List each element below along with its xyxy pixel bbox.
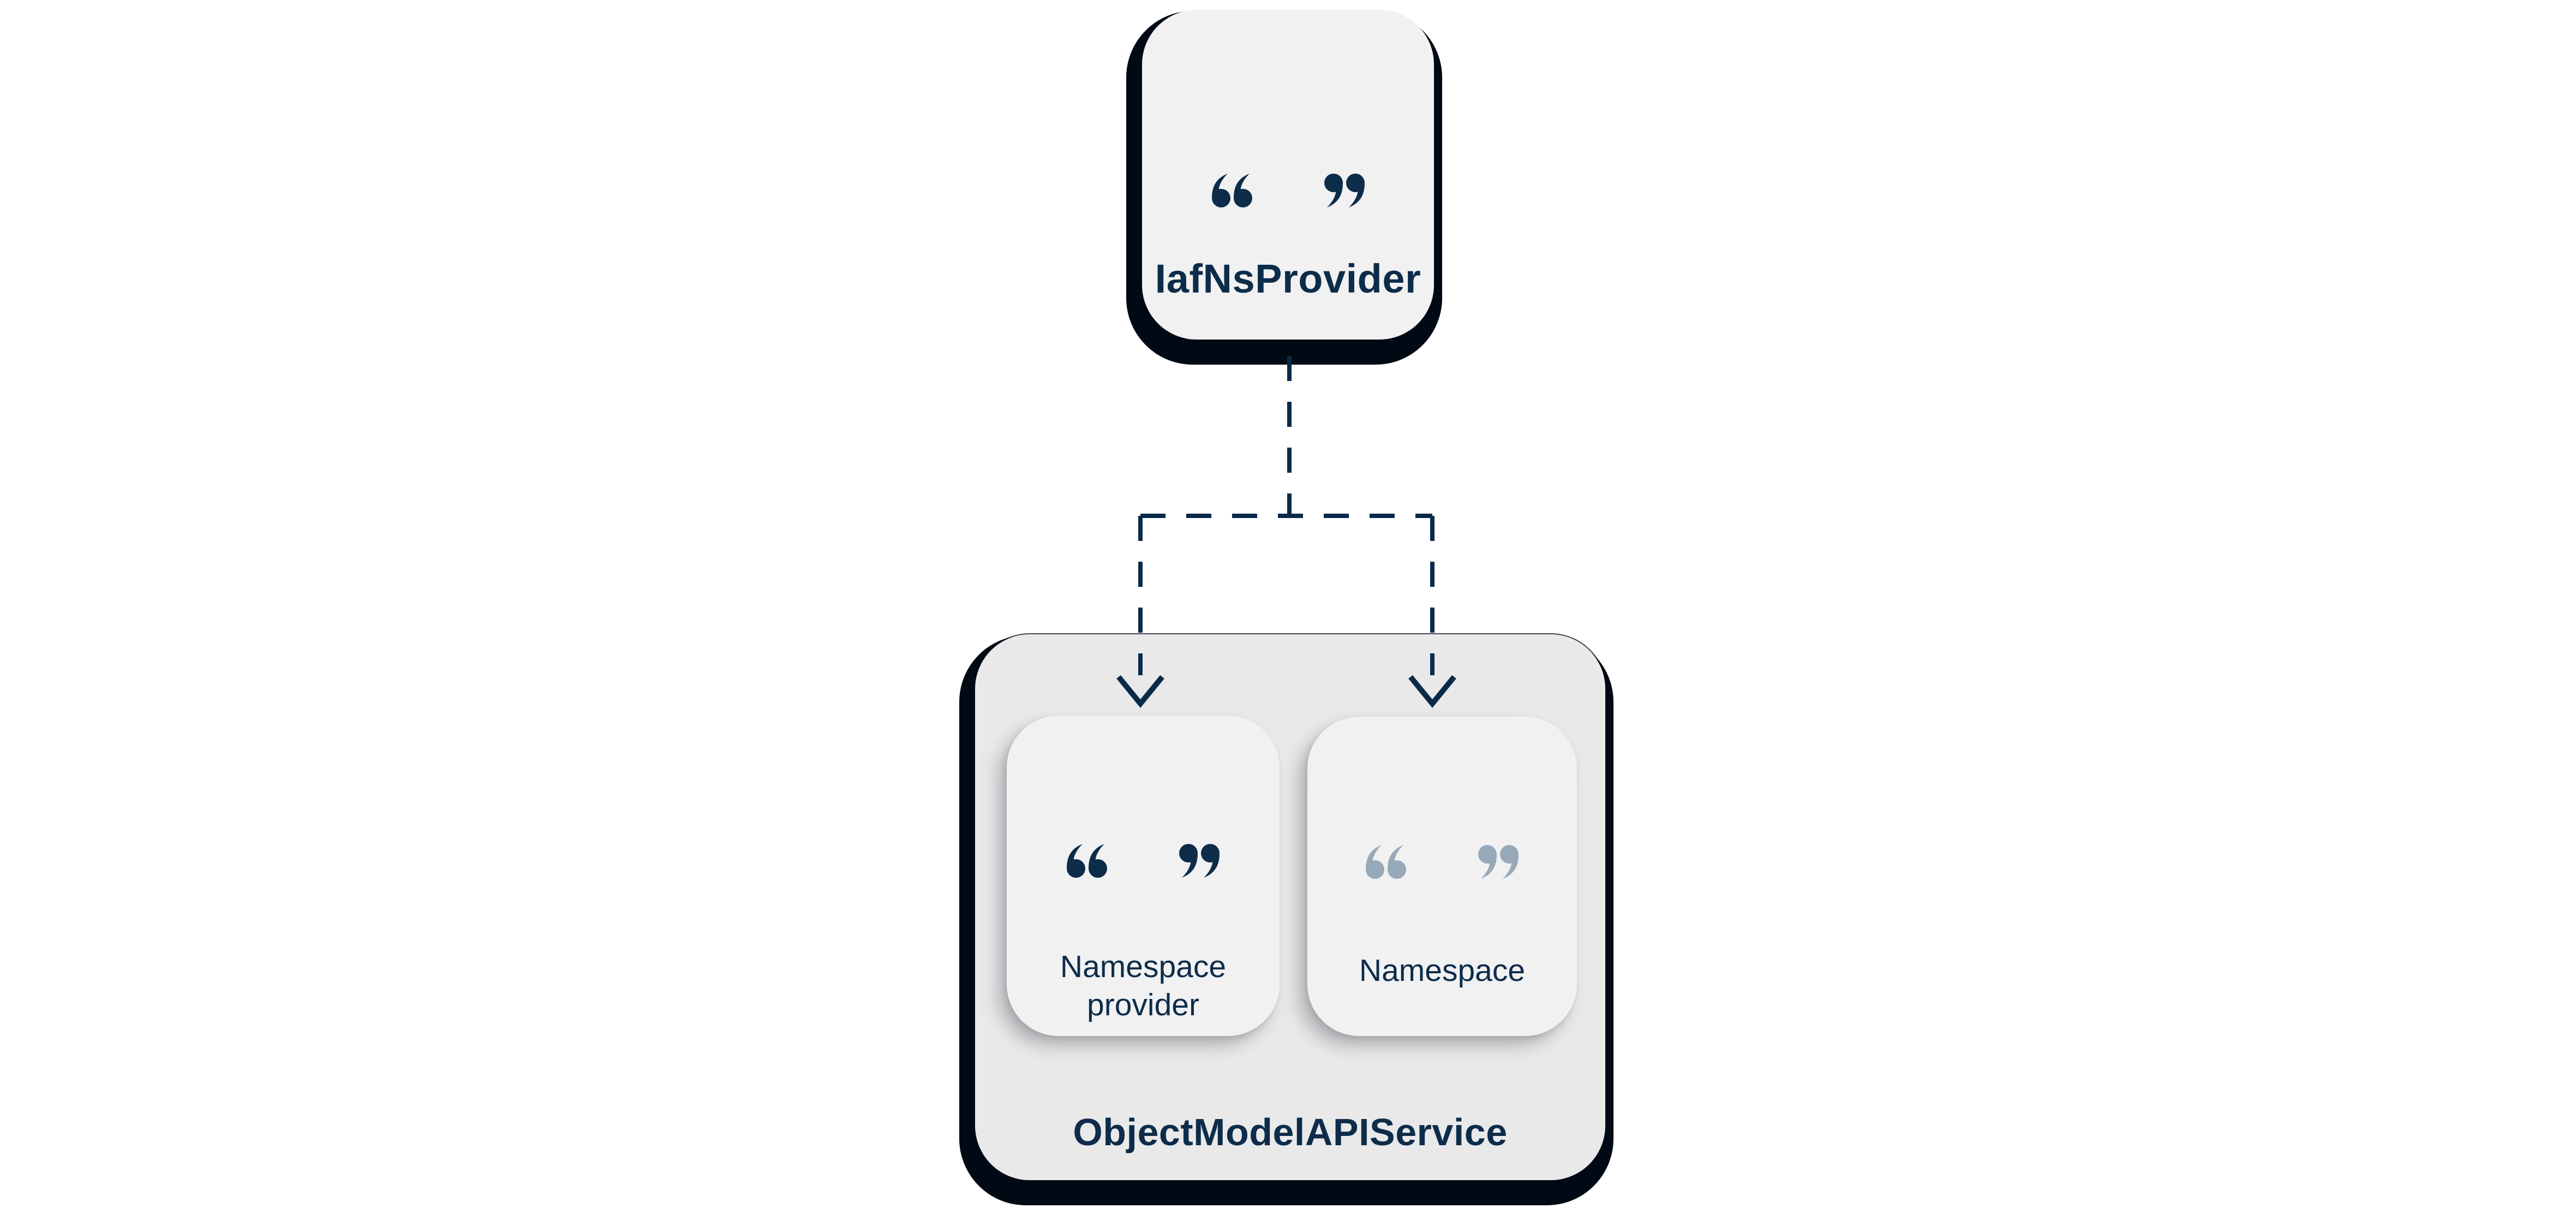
close-quote-icon [1478,845,1519,879]
node-iafnsprovider: IafNsProvider [1142,10,1434,340]
quote-icon-row [1307,845,1577,879]
close-quote-icon [1324,174,1365,207]
node-label-namespace-provider: Namespace provider [1060,949,1227,1022]
node-namespace-provider: Namespace provider [1007,716,1280,1036]
open-quote-icon [1366,845,1406,879]
quote-icon-row [1007,844,1280,878]
quote-icon-row [1142,174,1434,207]
node-label-namespace: Namespace [1359,953,1526,988]
open-quote-icon [1067,844,1107,878]
close-quote-icon [1179,844,1220,878]
open-quote-icon [1211,174,1252,207]
node-label-objectmodelapiservice: ObjectModelAPIService [1073,1111,1508,1153]
node-label-iafnsprovider: IafNsProvider [1155,256,1421,301]
node-namespace: Namespace [1307,717,1577,1036]
